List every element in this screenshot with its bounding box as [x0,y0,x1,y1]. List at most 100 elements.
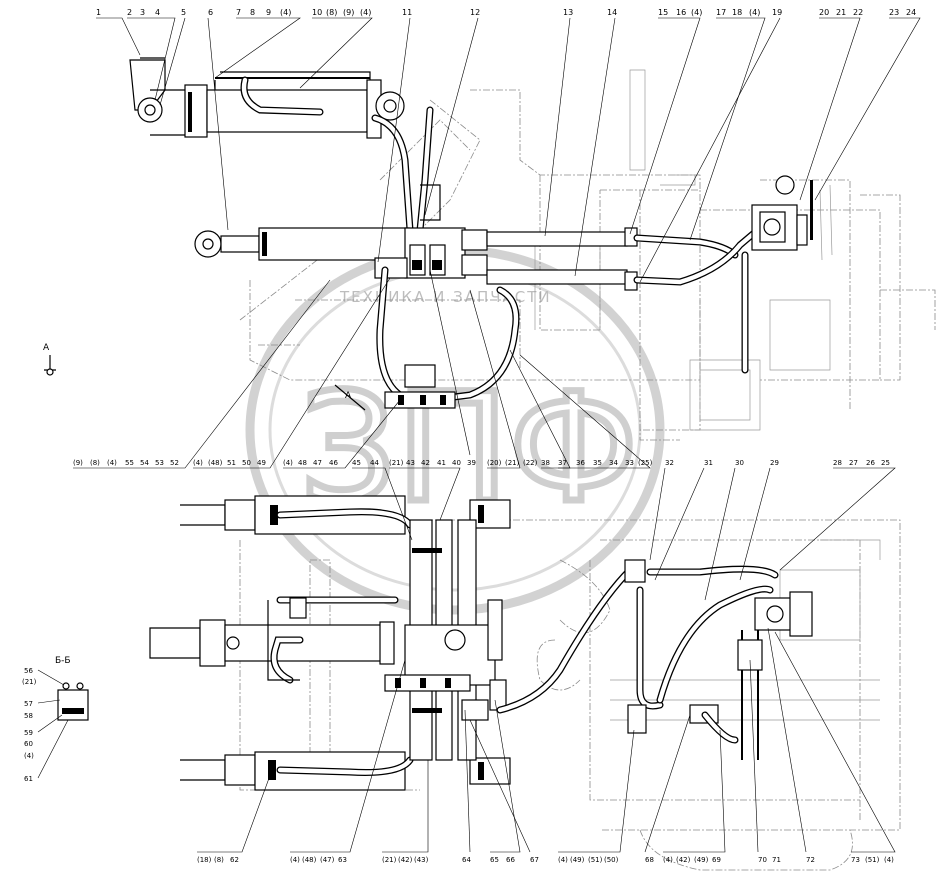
callout-b7: (21) [382,856,397,864]
callout-13: 13 [563,8,573,17]
callout-4e: (4) [749,8,760,17]
callout-b1: (8) [214,856,224,864]
callout-m7: (4) [193,459,203,467]
callout-24: 24 [906,8,916,17]
callout-7: 7 [236,8,241,17]
callout-b14: (4) [558,856,568,864]
callout-m25: (21) [505,459,520,467]
center-cylinder-bottom [149,596,399,684]
callout-m24: (20) [487,459,502,467]
callout-m16: 45 [352,459,361,467]
lift-cylinder-bottom-lower [180,751,511,791]
callout-61: 61 [24,775,33,783]
callout-68: 68 [645,856,654,864]
mid-callouts: (9) (8) (4) 55 54 53 52 (4) (48) 51 50 4… [73,269,896,601]
callout-m22: 40 [452,459,461,467]
callout-28: 28 [833,459,842,467]
callout-m11: 49 [257,459,266,467]
pressure-hoses-bottom [496,559,779,744]
callout-17: 17 [716,8,726,17]
callout-m20: 42 [421,459,430,467]
top-callouts: 1 2 3 4 5 6 7 8 9 (4) 10 (8) (9) (4) 11 … [96,8,921,283]
callout-26: 26 [866,459,875,467]
callout-m21: 41 [437,459,446,467]
callout-71: 71 [772,856,781,864]
callout-m28: 37 [558,459,567,467]
callout-59: 59 [24,729,33,737]
callout-m5: 53 [155,459,164,467]
callout-m15: 46 [329,459,338,467]
upper-hoses [371,106,441,234]
pump-unit-top [751,175,813,251]
callout-m23: 39 [467,459,476,467]
callout-3: 3 [140,8,145,17]
callout-m4: 54 [140,459,149,467]
callout-16: 16 [676,8,686,17]
callout-25: 25 [881,459,890,467]
callout-21: 21 [836,8,846,17]
callout-63: 63 [338,856,347,864]
callout-20: 20 [819,8,829,17]
tractor-frame-outline [239,69,936,871]
pump-unit-bottom [737,591,813,760]
callout-b3: (4) [290,856,300,864]
callout-4-inset: (4) [24,752,34,760]
callout-b19: (4) [663,856,673,864]
arrow-a-line [334,384,366,411]
callout-62: 62 [230,856,239,864]
watermark-text: ТЕХНИКА И ЗАПЧАСТИ [339,288,552,306]
view-a-arrow: А [43,343,56,376]
callout-15: 15 [658,8,668,17]
callout-b27: (51) [865,856,880,864]
callout-27: 27 [849,459,858,467]
lift-cylinder-top [194,227,410,261]
callout-30: 30 [735,459,744,467]
section-bb-label: Б-Б [55,656,71,666]
lift-cylinder-bottom-upper [180,495,511,535]
callout-67: 67 [530,856,539,864]
callout-56: 56 [24,667,33,675]
distributor-valve-bottom [384,519,507,761]
callout-b16: (51) [588,856,603,864]
section-bb-inset: Б-Б [55,656,89,721]
callout-m27: 38 [541,459,550,467]
callout-57: 57 [24,700,33,708]
callout-9b: (9) [343,8,354,17]
callout-b21: (49) [694,856,709,864]
callout-m14: 47 [313,459,322,467]
callout-m13: 48 [298,459,307,467]
upper-cylinder-assembly [129,57,405,139]
callout-14: 14 [607,8,617,17]
callout-m32: 33 [625,459,634,467]
callout-5: 5 [181,8,186,17]
callout-58: 58 [24,712,33,720]
callout-70: 70 [758,856,767,864]
callout-65: 65 [490,856,499,864]
callout-19: 19 [772,8,782,17]
callout-6: 6 [208,8,213,17]
callout-b4: (48) [302,856,317,864]
callout-22: 22 [853,8,863,17]
callout-4d: (4) [691,8,702,17]
callout-m33: (25) [638,459,653,467]
callout-72: 72 [806,856,815,864]
callout-8b: (8) [326,8,337,17]
callout-10: 10 [312,8,322,17]
callout-31: 31 [704,459,713,467]
callout-m18: (21) [389,459,404,467]
callout-m9: 51 [227,459,236,467]
callout-4c: (4) [360,8,371,17]
callout-m31: 34 [609,459,618,467]
callout-29: 29 [770,459,779,467]
callout-m12: (4) [283,459,293,467]
callout-m19: 43 [406,459,415,467]
callout-b8: (42) [398,856,413,864]
callout-4: 4 [155,8,160,17]
callout-m3: 55 [125,459,134,467]
callout-69: 69 [712,856,721,864]
callout-m6: 52 [170,459,179,467]
callout-64: 64 [462,856,471,864]
callout-b28: (4) [884,856,894,864]
callout-b0: (18) [197,856,212,864]
